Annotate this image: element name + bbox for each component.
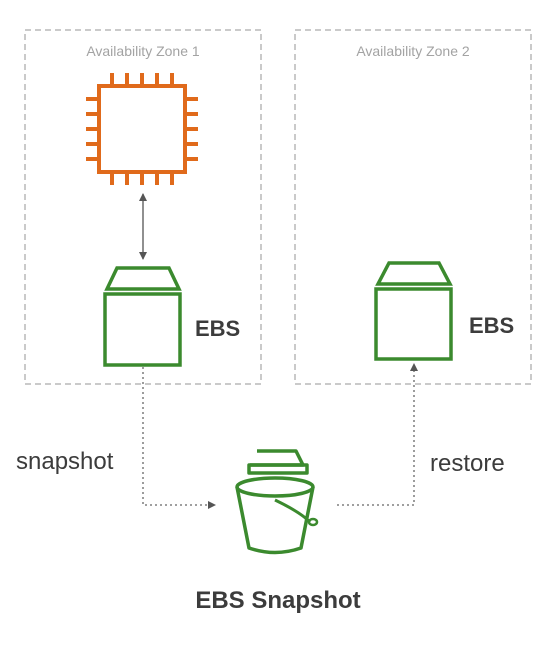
snapshot-flow-label: snapshot [16,448,114,475]
zone-1-label: Availability Zone 1 [86,43,200,59]
snapshot-connector [142,367,216,509]
s3-bucket-snapshot-icon [235,449,319,555]
restore-connector [337,363,418,506]
ebs-label-zone-1: EBS [195,316,240,341]
ebs-volume-icon [103,266,182,367]
zone-2-label: Availability Zone 2 [356,43,470,59]
availability-zone-2 [294,29,532,385]
restore-flow-label: restore [430,450,505,477]
ec2-instance-chip-icon [86,73,198,185]
ebs-volume-icon [374,261,453,361]
ebs-snapshot-label: EBS Snapshot [195,587,360,614]
availability-zone-1 [24,29,262,385]
ebs-label-zone-2: EBS [469,313,514,338]
